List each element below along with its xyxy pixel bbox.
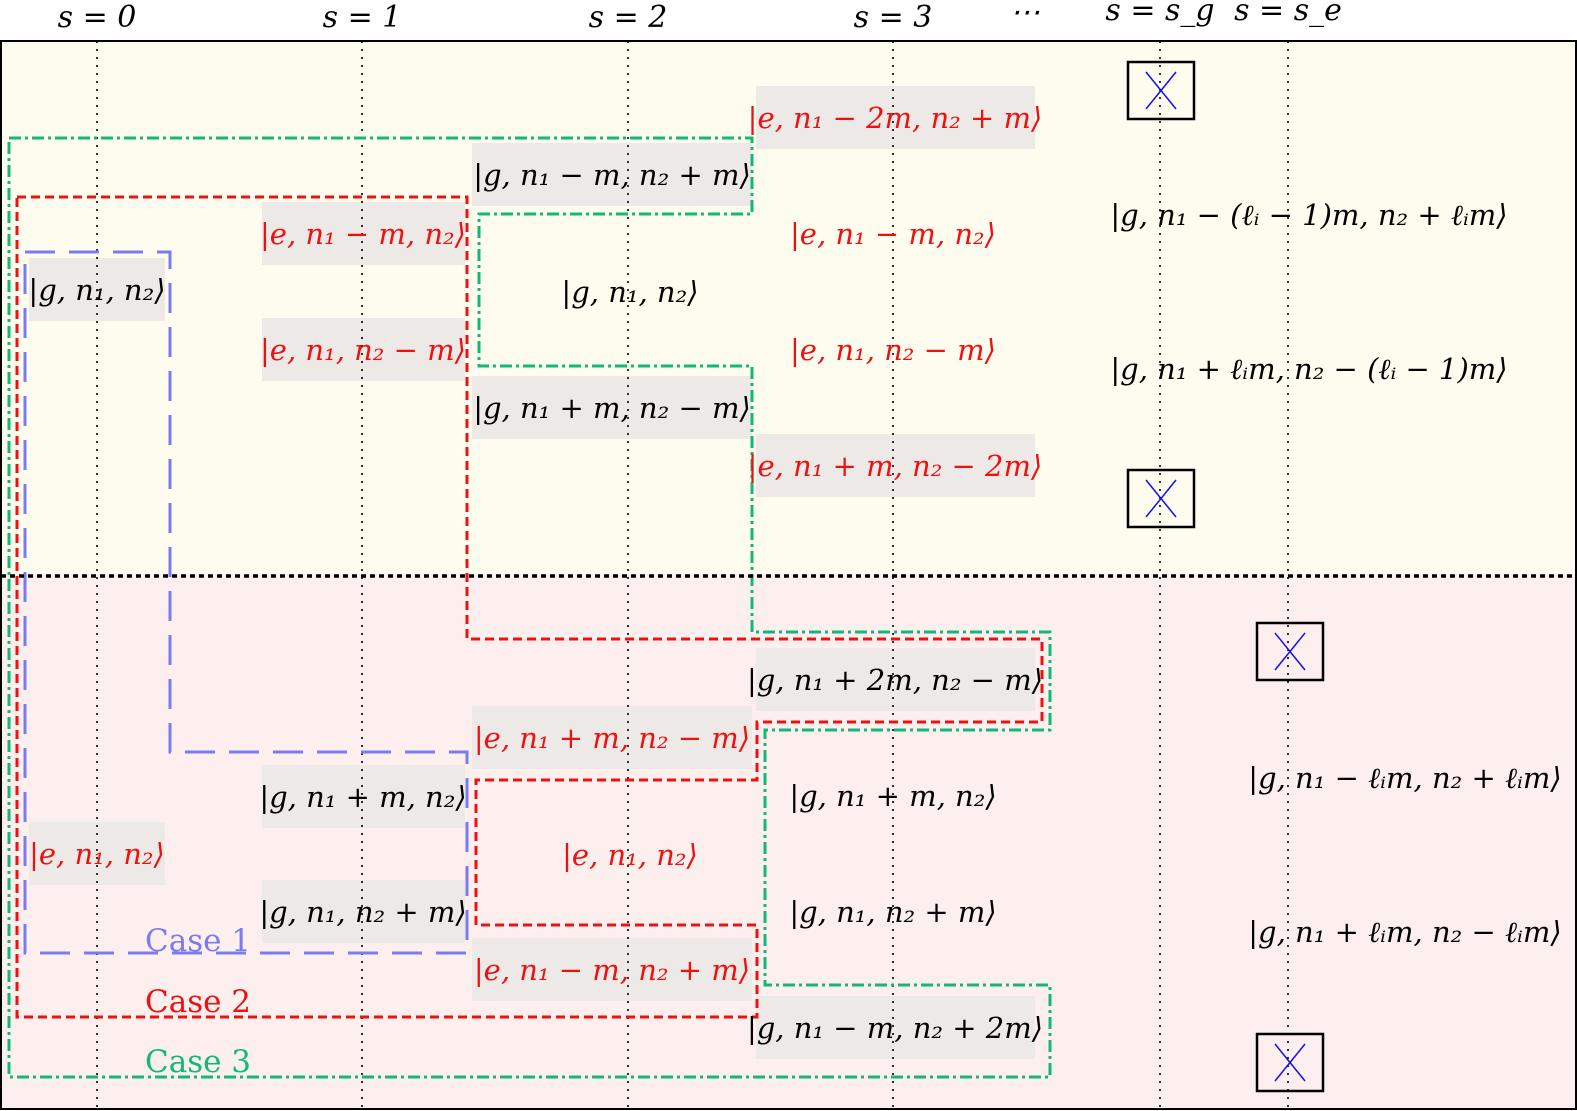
column-guides: [96, 41, 1289, 1109]
ket-s0-upper: |g, n₁, n₂⟩: [28, 273, 165, 307]
cross-box-icon: [1126, 60, 1196, 121]
ket-s3-h: |g, n₁ − m, n₂ + 2m⟩: [747, 1011, 1043, 1045]
header-s1: s = 1: [323, 0, 402, 35]
ket-s3-c: |e, n₁, n₂ − m⟩: [790, 333, 996, 367]
header-s0: s = 0: [58, 0, 137, 35]
header-se: s = s_e: [1234, 0, 1342, 28]
box-s1-d: [262, 880, 465, 943]
box-s1-c: [262, 765, 465, 828]
box-s2-c: [472, 376, 752, 439]
header-ellipsis: ⋯: [1010, 0, 1040, 30]
cross-box-icon: [1255, 621, 1325, 682]
case2-boundary: [15, 195, 1044, 1019]
column-headers: s = 0 s = 1 s = 2 s = 3 ⋯ s = s_g s = s_…: [58, 0, 1342, 35]
case1-label: Case 1: [145, 923, 251, 959]
case3-label: Case 3: [145, 1044, 251, 1080]
state-boxes: [29, 86, 1035, 1059]
box-s3-e: [756, 648, 1035, 711]
box-s3-a: [756, 86, 1035, 149]
ket-s2-f: |e, n₁ − m, n₂ + m⟩: [474, 953, 750, 987]
ket-sg-a: |g, n₁ − (ℓᵢ − 1)m, n₂ + ℓᵢm⟩: [1110, 198, 1507, 232]
ket-s1-a: |e, n₁ − m, n₂⟩: [260, 217, 466, 251]
ket-s3-f: |g, n₁ + m, n₂⟩: [789, 779, 996, 813]
forbidden-boxes: [1126, 60, 1325, 1093]
ket-s1-c: |g, n₁ + m, n₂⟩: [259, 780, 466, 814]
state-kets: |g, n₁, n₂⟩ |e, n₁, n₂⟩ |e, n₁ − m, n₂⟩ …: [28, 101, 1561, 1045]
ket-s3-e: |g, n₁ + 2m, n₂ − m⟩: [747, 663, 1043, 697]
box-s3-d: [756, 434, 1035, 497]
ket-s2-d: |e, n₁ + m, n₂ − m⟩: [474, 721, 750, 755]
cross-box-icon: [1126, 468, 1196, 529]
ket-sg-b: |g, n₁ + ℓᵢm, n₂ − (ℓᵢ − 1)m⟩: [1110, 352, 1507, 386]
header-sg: s = s_g: [1105, 0, 1214, 28]
ket-s3-g: |g, n₁, n₂ + m⟩: [789, 895, 996, 929]
case2-label: Case 2: [145, 984, 251, 1020]
box-s2-f: [472, 938, 752, 1001]
ket-s2-c: |g, n₁ + m, n₂ − m⟩: [473, 391, 751, 425]
ket-s3-b: |e, n₁ − m, n₂⟩: [790, 217, 996, 251]
case-labels: Case 1 Case 2 Case 3: [145, 923, 251, 1080]
ket-s2-e: |e, n₁, n₂⟩: [562, 838, 698, 872]
ket-s2-b: |g, n₁, n₂⟩: [561, 275, 698, 309]
ket-s1-b: |e, n₁, n₂ − m⟩: [260, 333, 466, 367]
ket-s3-d: |e, n₁ + m, n₂ − 2m⟩: [748, 449, 1043, 483]
box-s3-h: [756, 996, 1035, 1059]
box-s2-a: [472, 143, 752, 206]
ket-s2-a: |g, n₁ − m, n₂ + m⟩: [473, 158, 751, 192]
ket-s3-a: |e, n₁ − 2m, n₂ + m⟩: [748, 101, 1043, 135]
cross-box-icon: [1255, 1032, 1325, 1093]
header-s3: s = 3: [854, 0, 933, 35]
box-s1-b: [262, 318, 465, 381]
box-s1-a: [262, 202, 465, 265]
ket-s0-lower: |e, n₁, n₂⟩: [29, 837, 165, 871]
header-s2: s = 2: [589, 0, 668, 35]
case3-boundary: [7, 136, 1052, 1079]
ket-se-a: |g, n₁ − ℓᵢm, n₂ + ℓᵢm⟩: [1248, 761, 1561, 795]
box-s2-d: [472, 706, 752, 769]
ket-s1-d: |g, n₁, n₂ + m⟩: [259, 895, 466, 929]
case1-boundary: [23, 250, 469, 955]
ket-se-b: |g, n₁ + ℓᵢm, n₂ − ℓᵢm⟩: [1248, 915, 1561, 949]
